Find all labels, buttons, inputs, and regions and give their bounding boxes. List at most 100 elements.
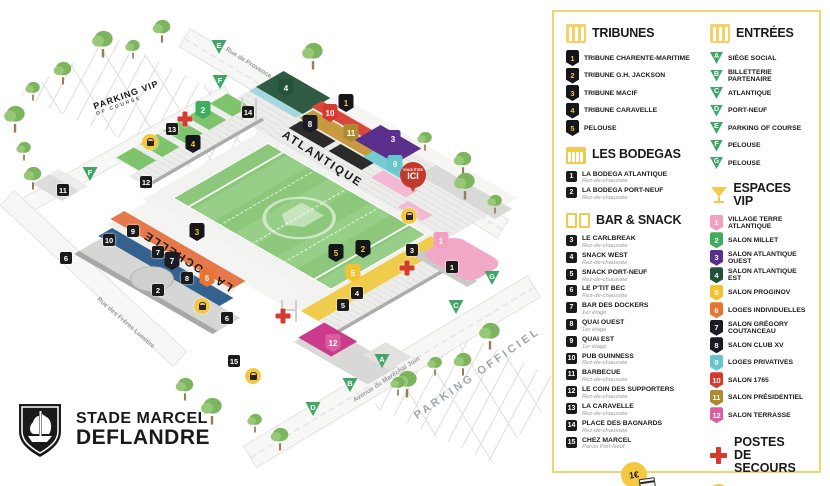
legend-header-entrees: ENTRÉES: [710, 24, 811, 43]
legend-entrance-F-label: PELOUSE: [728, 142, 761, 149]
map-snack-6: 6: [221, 312, 233, 324]
map-entrance-G: G: [484, 271, 500, 285]
legend-snack-11-sub: Rez-de-chaussée: [582, 377, 628, 384]
tree: [4, 105, 26, 133]
legend-vip-6-label: LOGES INDIVIDUELLES: [728, 306, 806, 314]
div: TRIBUNE G.H. JACKSON: [584, 72, 665, 79]
b: ICI: [407, 171, 419, 182]
snack-marker-7: 7: [566, 302, 577, 314]
div: LOGES INDIVIDUELLES: [728, 307, 805, 314]
div: PELOUSE: [584, 125, 616, 132]
club-crest-icon: [19, 404, 61, 457]
div: SALON MILLET: [728, 237, 778, 244]
legend-vip-9-label: LOGES PRIVATIVES: [728, 359, 794, 367]
bg: [249, 375, 257, 380]
tree: [487, 194, 502, 214]
tree: [479, 322, 501, 350]
legend-entrance-A-label: SIÈGE SOCIAL: [728, 54, 777, 62]
tr: [132, 52, 134, 59]
first-aid-marker: [177, 111, 193, 127]
legend-snack-12-sub: Rez-de-chaussée: [582, 394, 628, 401]
bodega-marker-1: 1: [566, 170, 577, 182]
v: [182, 111, 188, 127]
tr: [494, 207, 496, 214]
map-snack-6: 6: [60, 252, 72, 264]
rect: [39, 411, 42, 436]
boutique-marker: [142, 134, 158, 150]
legend-vip-12-label: SALON TERRASSE: [728, 411, 791, 419]
div: [283, 309, 295, 311]
legend-vip-7-label: SALON GRÉGORY COUTANCEAU: [728, 320, 789, 335]
tree: [454, 172, 476, 200]
stadium-name-line1: STADE MARCEL: [76, 410, 208, 427]
bg: [405, 215, 413, 220]
v: [404, 260, 410, 276]
map-snack-11: 11: [57, 184, 69, 196]
tr: [424, 144, 426, 151]
legend-vip-3-label: SALON ATLANTIQUE OUEST: [728, 250, 797, 265]
entrees-icon: [710, 24, 730, 43]
tail: [409, 185, 417, 192]
c2: [417, 135, 426, 143]
map-snack-13: 13: [166, 123, 178, 135]
tr: [61, 77, 65, 85]
div: SALON PROGINOV: [728, 289, 790, 296]
tribune-marker-5: 5: [566, 120, 579, 136]
legend-snack-9-label: QUAI EST: [582, 335, 615, 343]
boutique-bag-icon: [710, 484, 728, 486]
legend-tribune-2-label: TRIBUNE G.H. JACKSON: [584, 72, 666, 79]
tr: [405, 389, 409, 398]
legend-bodega-2-label: LA BODEGA PORT-NEUF: [582, 187, 664, 195]
tr: [101, 49, 105, 58]
legend-snack-6-sub: Rez-de-chaussée: [582, 293, 628, 300]
tribune-marker-1: 1: [566, 50, 579, 66]
one-euro-icon: 1€: [619, 460, 657, 486]
path: [42, 414, 52, 434]
legend-tribune-4-label: TRIBUNE CARAVELLE: [584, 107, 658, 114]
snack-marker-14: 14: [566, 419, 577, 431]
tree: [23, 166, 43, 190]
tree: [270, 427, 290, 451]
tr: [183, 393, 187, 401]
tree: [247, 413, 262, 433]
v: [280, 308, 286, 324]
tree: [25, 81, 40, 101]
c2: [16, 145, 25, 153]
map-vip-5: 5: [345, 264, 361, 282]
i: [579, 213, 590, 229]
snack-marker-4: 4: [566, 251, 577, 263]
tr: [461, 368, 465, 376]
legend-snack-3-sub: Rez-de-chaussée: [582, 242, 628, 249]
first-aid-cross-icon: [710, 446, 727, 464]
legend-vip-4-label: SALON ATLANTIQUE EST: [728, 268, 797, 283]
tr: [463, 191, 467, 200]
entrees-title: ENTRÉES: [736, 25, 794, 40]
snack-marker-9: 9: [566, 335, 577, 347]
map-vip-2: 2: [195, 101, 211, 119]
legend-vip-11-label: SALON PRÉSIDENTIEL: [728, 394, 804, 402]
legend-vip-8-label: SALON CLUB XV: [728, 341, 784, 349]
tr: [488, 341, 492, 350]
boutique-marker: [245, 368, 261, 384]
tribune-marker-2: 2: [566, 67, 579, 84]
div: LOGES PRIVATIVES: [728, 359, 793, 366]
c2: [453, 155, 465, 166]
tr: [23, 154, 25, 161]
snack-marker-13: 13: [566, 403, 577, 415]
